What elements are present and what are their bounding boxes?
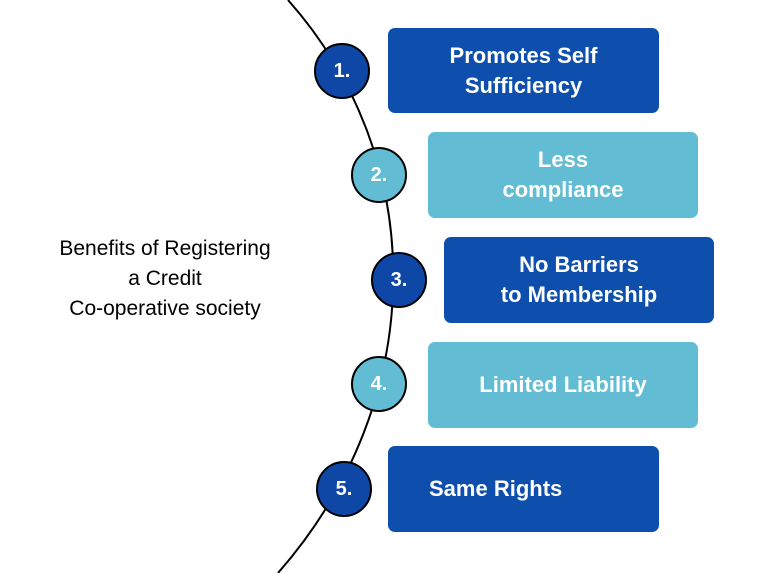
benefit-box-5: Same Rights <box>388 446 659 532</box>
benefit-box-1: Promotes Self Sufficiency <box>388 28 659 113</box>
number-badge-3: 3. <box>371 252 427 308</box>
diagram-title: Benefits of Registering a Credit Co-oper… <box>10 234 320 324</box>
number-badge-5: 5. <box>316 461 372 517</box>
title-line-3: Co-operative society <box>69 297 261 320</box>
benefit-3-line-2: to Membership <box>500 282 658 307</box>
benefit-3-line-1: No Barriers <box>519 252 639 277</box>
benefit-5-line-1: Same Rights <box>429 476 563 501</box>
benefit-1-line-2: Sufficiency <box>464 72 583 98</box>
benefit-box-4: Limited Liability <box>428 342 698 428</box>
benefit-2-line-1: Less <box>537 147 589 172</box>
title-line-2: a Credit <box>128 267 202 290</box>
benefit-box-2: Less compliance <box>428 132 698 218</box>
benefit-4-line-1: Limited Liability <box>479 372 647 397</box>
benefit-box-3: No Barriers to Membership <box>444 237 714 323</box>
benefit-2-line-2: compliance <box>502 177 624 202</box>
benefit-1-line-1: Promotes Self <box>449 42 598 68</box>
number-badge-4: 4. <box>351 356 407 412</box>
number-badge-1: 1. <box>314 43 370 99</box>
number-badge-2: 2. <box>351 147 407 203</box>
title-line-1: Benefits of Registering <box>59 237 271 260</box>
